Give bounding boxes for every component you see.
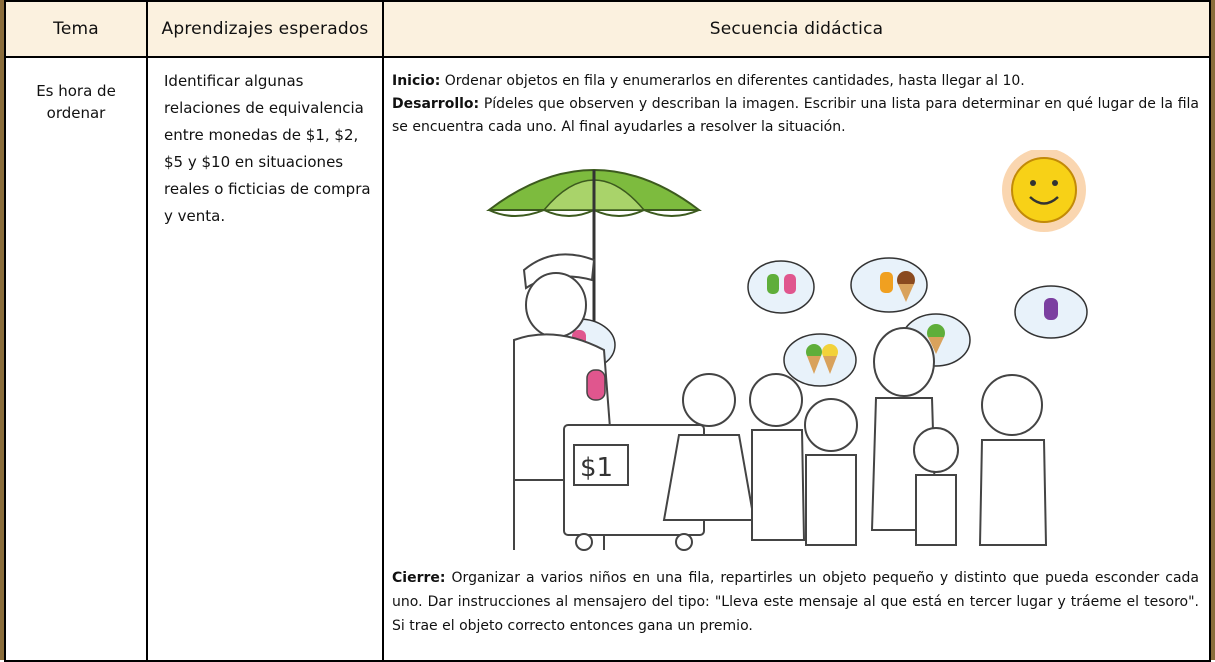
desarrollo-label: Desarrollo:: [392, 96, 480, 112]
cell-aprendizajes: Identificar algunas relaciones de equiva…: [146, 56, 384, 662]
secuencia-content: Inicio: Ordenar objetos en fila y enumer…: [384, 58, 1209, 660]
desarrollo-text: Pídeles que observen y describan la imag…: [392, 96, 1199, 135]
paragraph-inicio: Inicio: Ordenar objetos en fila y enumer…: [392, 70, 1199, 93]
cell-secuencia: Inicio: Ordenar objetos en fila y enumer…: [382, 56, 1211, 662]
cell-tema: Es hora de ordenar: [4, 56, 148, 662]
header-row: Tema Aprendizajes esperados Secuencia di…: [4, 0, 1211, 58]
inicio-label: Inicio:: [392, 73, 441, 89]
lesson-plan-table: Tema Aprendizajes esperados Secuencia di…: [4, 0, 1211, 662]
vendor-popsicle-icon: [586, 369, 606, 401]
cierre-text: Organizar a varios niños en una fila, re…: [392, 570, 1199, 634]
paragraph-desarrollo: Desarrollo: Pídeles que observen y descr…: [392, 93, 1199, 139]
inicio-text: Ordenar objetos en fila y enumerarlos en…: [440, 73, 1025, 89]
aprendizajes-text: Identificar algunas relaciones de equiva…: [164, 72, 371, 225]
children-line: [662, 327, 1048, 546]
popsicle-icons: [572, 271, 1058, 374]
frame-strip-right: [1211, 0, 1215, 660]
price-sign: $1: [580, 453, 613, 483]
cierre-label: Cierre:: [392, 570, 446, 586]
header-tema: Tema: [4, 0, 148, 58]
header-secuencia: Secuencia didáctica: [382, 0, 1211, 58]
umbrella-icon: [486, 169, 702, 400]
sun-icon: [1002, 150, 1086, 232]
frame-strip-left: [0, 0, 4, 660]
table-row: Es hora de ordenar Identificar algunas r…: [4, 56, 1211, 662]
tema-text: Es hora de ordenar: [36, 82, 116, 122]
paragraph-cierre: Cierre: Organizar a varios niños en una …: [392, 566, 1199, 638]
header-aprendizajes: Aprendizajes esperados: [146, 0, 384, 58]
ice-cream-vendor-illustration: $1: [486, 150, 1088, 551]
